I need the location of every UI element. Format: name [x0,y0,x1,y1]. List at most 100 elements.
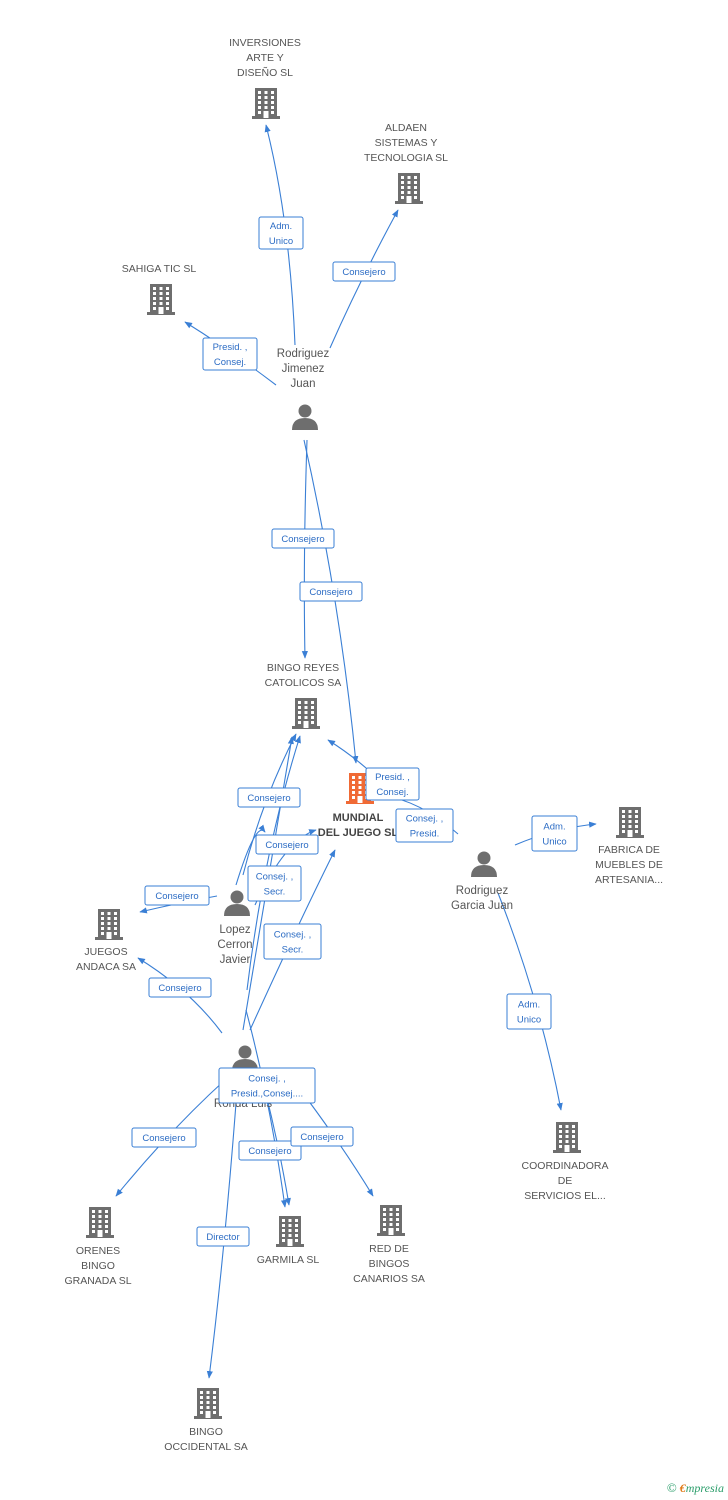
relation-text: Secr. [264,887,286,898]
relation-label-r4[interactable]: Consejero [271,528,335,549]
relation-label-r16[interactable]: Consej. ,Presid.,Consej.... [218,1067,316,1104]
relation-text: Consej. , [256,872,294,883]
person-icon [232,1045,258,1071]
relation-text: Consejero [142,1133,185,1144]
relation-label-r19[interactable]: Consejero [290,1126,354,1147]
company-label: SISTEMAS Y [375,137,438,149]
relation-text: Presid. , [375,772,410,783]
brand-logo-initial: € [679,1481,686,1495]
company-label: BINGO [81,1260,115,1272]
relation-label-r14[interactable]: Consejero [148,977,212,998]
company-node-garmila[interactable]: GARMILA SL [257,1216,320,1266]
company-node-aldaen[interactable]: ALDAEN SISTEMAS Y TECNOLOGIA SL [364,122,448,204]
relation-label-r9[interactable]: Consejero [237,787,301,808]
company-label: INVERSIONES [229,37,301,49]
company-label: GRANADA SL [64,1275,131,1287]
person-label: Rodriguez [456,885,509,897]
relation-label-r7[interactable]: Consej. ,Presid. [395,808,454,843]
company-label: BINGOS [369,1258,410,1270]
building-icon [86,1207,114,1238]
relation-text: Consejero [158,983,201,994]
person-label: Lopez [219,924,251,936]
company-label: MUEBLES DE [595,859,663,871]
relation-text: Presid. , [213,342,248,353]
relation-label-r8[interactable]: Adm.Unico [531,815,578,852]
company-label: MUNDIAL [333,812,384,824]
company-label: FABRICA DE [598,844,660,856]
person-icon [471,851,497,877]
relation-text: Consejero [300,1132,343,1143]
person-label: Rodriguez [277,348,330,360]
brand-logo-text: mpresia [685,1481,724,1495]
relation-label-r17[interactable]: Consejero [131,1127,197,1148]
relation-text: Consej. , [274,930,312,941]
relation-edge-21 [307,1099,374,1197]
relation-label-r1[interactable]: Adm.Unico [258,216,304,250]
company-label: RED DE [369,1243,409,1255]
company-label: SAHIGA TIC SL [122,263,197,275]
person-icon [292,404,318,430]
relation-text: Secr. [282,945,304,956]
company-label: COORDINADORA [522,1160,609,1172]
person-label: Javier [220,954,251,966]
relation-text: Consejero [265,840,308,851]
relation-text: Presid. [410,829,440,840]
building-icon [395,173,423,204]
relation-text: Presid.,Consej.... [231,1089,303,1100]
company-label: BINGO [189,1426,223,1438]
relation-label-r20[interactable]: Director [196,1226,250,1247]
person-icon [224,890,250,916]
copyright-icon: © [666,1480,677,1495]
footer-brand[interactable]: ©€mpresia [667,1480,724,1496]
relation-label-r5[interactable]: Consejero [299,581,363,602]
relation-label-r15[interactable]: Adm.Unico [506,993,552,1030]
person-label: Juan [291,378,316,390]
relation-label-r3[interactable]: Presid. ,Consej. [202,337,258,371]
person-label: Jimenez [282,363,325,375]
relation-label-r11[interactable]: Consej. , Secr. [247,865,302,902]
relation-edge-18 [245,1009,288,1208]
person-label: Garcia Juan [451,900,513,912]
relation-label-r13[interactable]: Consej. , Secr. [263,923,322,960]
relation-label-r12[interactable]: Consejero [144,885,210,906]
building-icon [147,284,175,315]
relation-edge-4 [301,439,308,659]
person-label: Cerron [217,939,252,951]
relation-text: Adm. [518,1000,540,1011]
company-label: TECNOLOGIA SL [364,152,448,164]
company-label: ALDAEN [385,122,427,134]
relation-text: Adm. [270,221,292,232]
relation-text: Consejero [247,793,290,804]
building-icon [194,1388,222,1419]
relation-edge-11 [235,824,266,886]
company-node-orenes[interactable]: ORENES BINGO GRANADA SL [64,1207,132,1287]
relation-text: Consejero [342,267,385,278]
company-label: GARMILA SL [257,1254,320,1266]
relation-label-r10[interactable]: Consejero [255,834,319,855]
company-label: CATOLICOS SA [265,677,342,689]
company-label: DEL JUEGO SL [318,827,399,839]
company-node-sahiga[interactable]: SAHIGA TIC SL [122,263,197,315]
building-icon [252,88,280,119]
relation-text: Consejero [309,587,352,598]
relation-label-r6[interactable]: Presid. ,Consej. [365,767,420,801]
company-label: ANDACA SA [76,961,136,973]
relation-label-r2[interactable]: Consejero [332,261,396,282]
company-label: ORENES [76,1245,120,1257]
building-icon [616,807,644,838]
relation-label-r18[interactable]: Consejero [238,1140,302,1161]
company-label: DISEÑO SL [237,66,293,79]
relation-text: Consejero [155,891,198,902]
relation-text: Director [206,1232,239,1243]
